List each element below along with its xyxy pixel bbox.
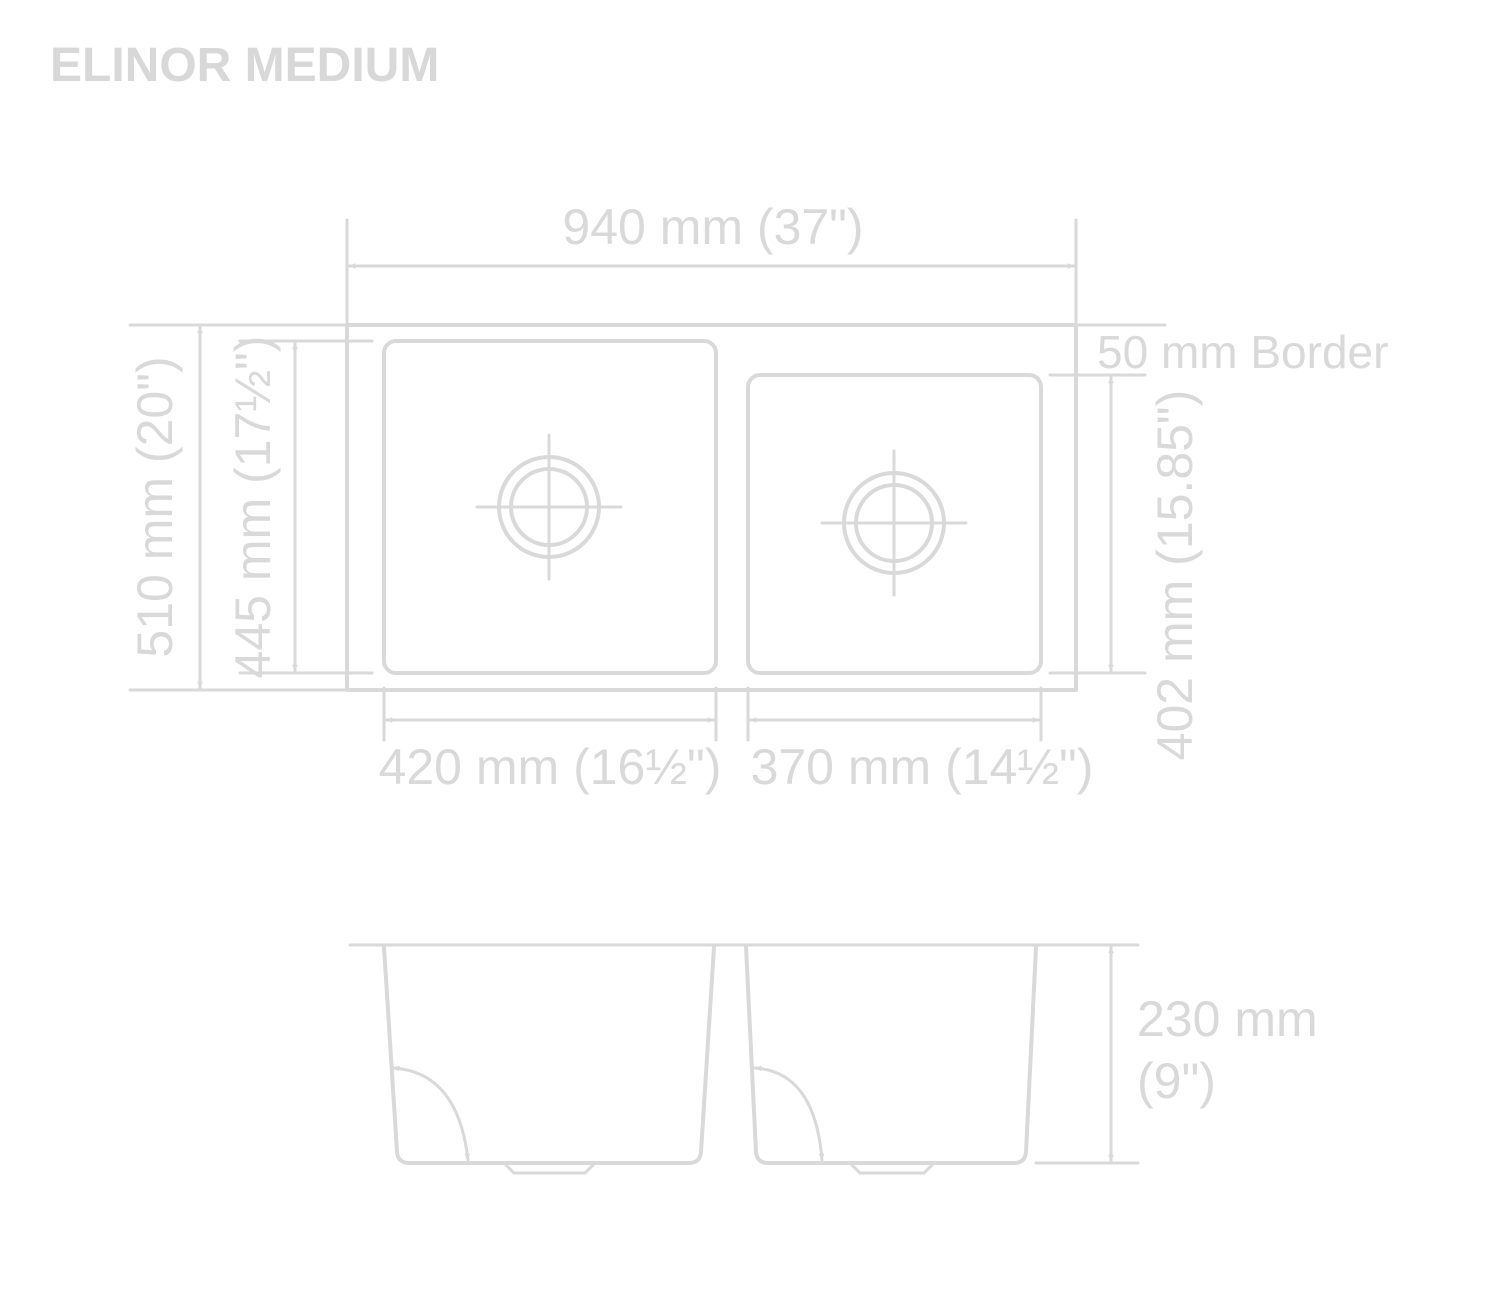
right-bowl-width-label: 370 mm (14½") <box>751 739 1094 795</box>
left-bowl-width-label: 420 mm (16½") <box>379 739 722 795</box>
right-drain-icon <box>820 449 968 597</box>
drawing-title: ELINOR MEDIUM <box>50 39 440 92</box>
left-drain-icon <box>475 433 623 581</box>
border-label: 50 mm Border <box>1097 326 1388 378</box>
left-bowl-depth-label: 445 mm (17½") <box>225 336 281 679</box>
right-drain-profile <box>849 1162 935 1175</box>
left-drain-profile <box>503 1162 596 1175</box>
top-view: 940 mm (37") 510 mm (20") 445 mm (17½") … <box>127 199 1388 795</box>
side-view: 230 mm (9") <box>348 943 1318 1175</box>
bowl-height-mm-label: 230 mm <box>1137 991 1318 1047</box>
left-bowl-profile <box>382 945 716 1165</box>
bowl-height-in-label: (9") <box>1137 1053 1216 1109</box>
sink-outline <box>345 323 1078 692</box>
left-bowl <box>382 339 718 675</box>
overall-width-label: 940 mm (37") <box>562 199 863 255</box>
overall-depth-label: 510 mm (20") <box>127 356 183 657</box>
right-bowl-profile <box>744 945 1038 1165</box>
right-wall-angle-arc <box>753 1065 825 1162</box>
right-bowl <box>746 373 1043 675</box>
right-bowl-depth-label: 402 mm (15.85") <box>1147 390 1203 761</box>
left-wall-angle-arc <box>391 1065 471 1162</box>
